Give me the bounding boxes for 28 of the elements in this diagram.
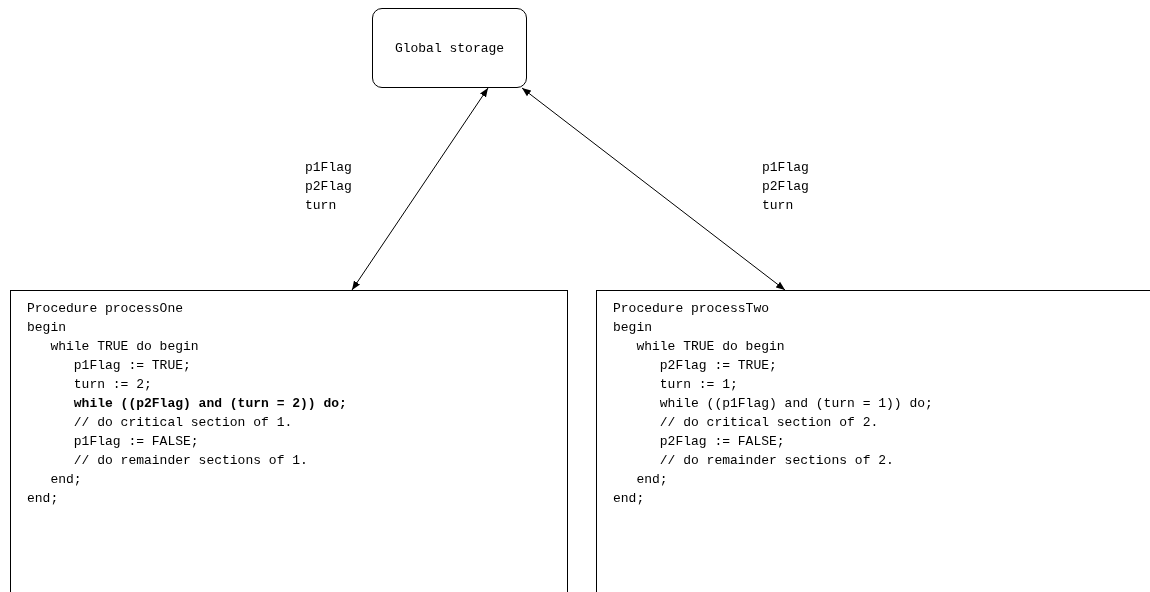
code-line: p1Flag := TRUE; xyxy=(73,357,191,375)
code-line: p2Flag := TRUE; xyxy=(659,357,777,375)
code-line: while TRUE do begin xyxy=(636,338,785,356)
code-line: // do remainder sections of 1. xyxy=(73,452,308,470)
code-line: begin xyxy=(27,319,66,337)
code-line: while ((p1Flag) and (turn = 1)) do; xyxy=(659,395,933,413)
storage-box xyxy=(372,8,527,88)
code-panel xyxy=(10,290,568,592)
code-line: turn := 1; xyxy=(659,376,738,394)
arrow xyxy=(521,87,786,291)
code-line: p2Flag := FALSE; xyxy=(659,433,785,451)
code-line: // do remainder sections of 2. xyxy=(659,452,894,470)
code-line: end; xyxy=(50,471,82,489)
node-label: Global storage xyxy=(393,40,506,58)
code-line: // do critical section of 2. xyxy=(659,414,879,432)
code-line: // do critical section of 1. xyxy=(73,414,293,432)
code-line: while ((p2Flag) and (turn = 2)) do; xyxy=(73,395,347,413)
code-line: turn := 2; xyxy=(73,376,152,394)
arrow xyxy=(351,87,489,291)
code-line: while TRUE do begin xyxy=(50,338,199,356)
code-line: Procedure processTwo xyxy=(613,300,770,318)
code-line: end; xyxy=(636,471,668,489)
code-line: Procedure processOne xyxy=(27,300,184,318)
code-line: p1Flag := FALSE; xyxy=(73,433,199,451)
code-line: end; xyxy=(613,490,645,508)
code-line: begin xyxy=(613,319,652,337)
code-line: end; xyxy=(27,490,59,508)
code-panel xyxy=(596,290,1150,592)
